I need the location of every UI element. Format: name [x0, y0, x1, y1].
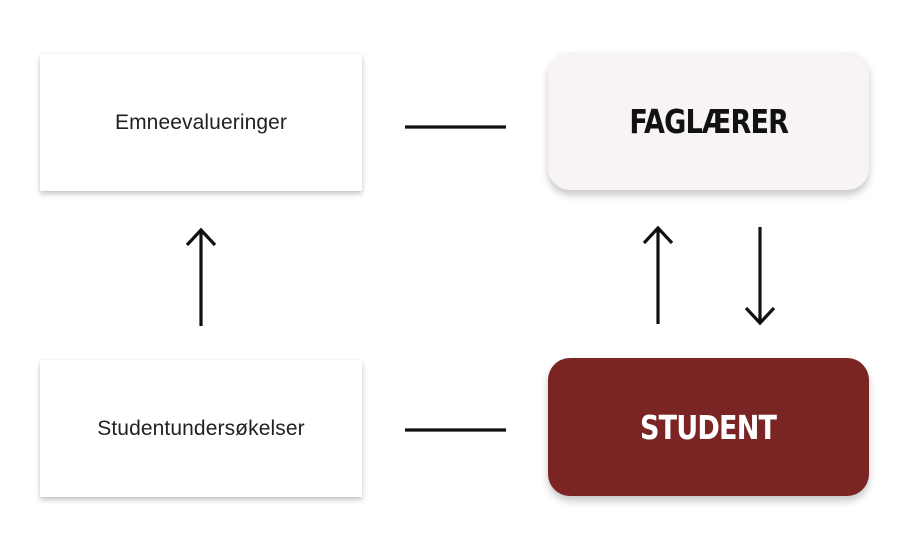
- studentundersokelser-box: Studentundersøkelser: [40, 360, 362, 497]
- arrow-up-right: [642, 225, 674, 324]
- arrow-up-left: [185, 227, 217, 326]
- emneevalueringer-label: Emneevalueringer: [114, 110, 288, 134]
- studentundersokelser-label: Studentundersøkelser: [97, 416, 305, 440]
- arrow-down-right: [744, 227, 776, 326]
- student-box: STUDENT: [548, 358, 869, 496]
- student-label: STUDENT: [640, 407, 777, 447]
- faglaerer-label: FAGLÆRER: [629, 101, 789, 141]
- faglaerer-box: FAGLÆRER: [548, 52, 869, 190]
- emneevalueringer-box: Emneevalueringer: [40, 54, 362, 191]
